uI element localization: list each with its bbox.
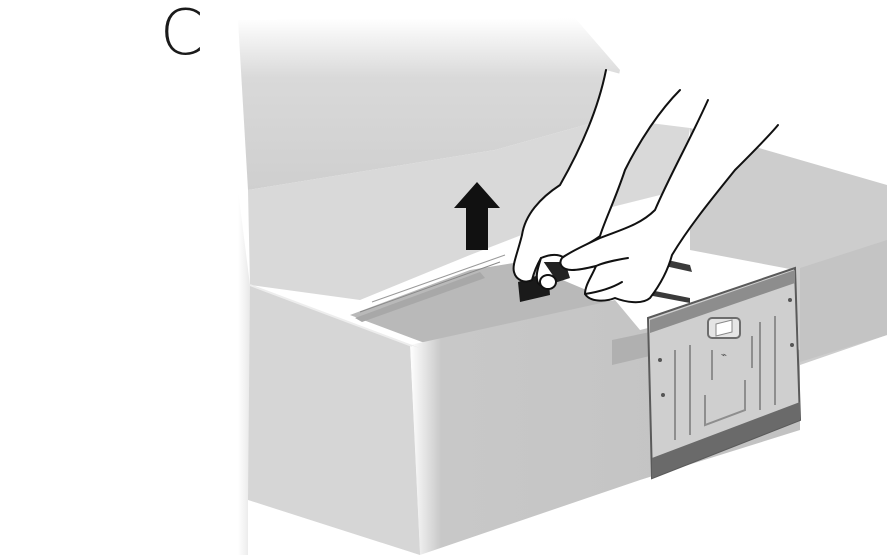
svg-text:⌁: ⌁ (721, 350, 727, 361)
stand-base-plate: ⌁ (648, 268, 800, 478)
